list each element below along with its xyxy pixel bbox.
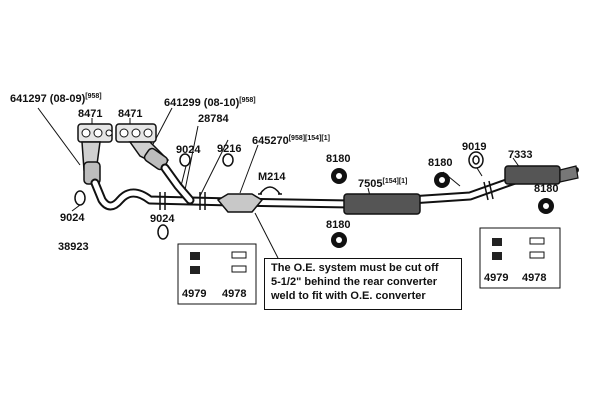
svg-text:641297 (08-09)[958]: 641297 (08-09)[958] — [10, 93, 102, 105]
svg-text:7505[154][1]: 7505[154][1] — [358, 178, 407, 190]
muffler-7505 — [343, 193, 421, 215]
label-645270: 645270 — [252, 135, 289, 147]
label-7333: 7333 — [508, 149, 532, 161]
label-641297: 641297 — [10, 93, 47, 105]
part-labels: 641297 (08-09)[958] 8471 8471 641299 (08… — [10, 93, 558, 300]
pipe-clamps — [159, 180, 494, 210]
kit-box-right — [479, 227, 561, 289]
label-M214: M214 — [258, 171, 286, 183]
label-9024-top: 9024 — [176, 144, 201, 156]
label-9024-left: 9024 — [60, 212, 85, 224]
kit-left-label-a: 4979 — [182, 288, 206, 300]
label-9024-mid: 9024 — [150, 213, 175, 225]
svg-text:645270[958][154][1]: 645270[958][154][1] — [252, 135, 330, 147]
gaskets — [74, 151, 484, 240]
note-line-1: The O.E. system must be cut off — [271, 262, 439, 274]
converter-645270 — [216, 193, 264, 213]
manifold-right — [115, 123, 170, 171]
installation-note: The O.E. system must be cut off 5-1/2" b… — [264, 258, 462, 310]
label-8180-d: 8180 — [534, 183, 558, 195]
kit-right-label-b: 4978 — [522, 272, 546, 284]
kit-box-left — [177, 243, 257, 305]
label-8180-b: 8180 — [326, 219, 350, 231]
label-9216: 9216 — [217, 143, 241, 155]
label-8471-right: 8471 — [118, 108, 142, 120]
svg-text:641299 (08-10)[958]: 641299 (08-10)[958] — [164, 97, 256, 109]
note-line-3: weld to fit with O.E. converter — [271, 290, 426, 302]
hanger-M214 — [258, 186, 282, 195]
label-7505: 7505 — [358, 178, 382, 190]
label-8180-a: 8180 — [326, 153, 350, 165]
kit-left-label-b: 4978 — [222, 288, 246, 300]
label-8471-left: 8471 — [78, 108, 102, 120]
label-641299: 641299 — [164, 97, 201, 109]
kit-right-label-a: 4979 — [484, 272, 508, 284]
tailpipe-7333 — [504, 165, 579, 185]
label-38923: 38923 — [58, 241, 89, 253]
label-8180-c: 8180 — [428, 157, 452, 169]
note-line-2: 5-1/2" behind the rear converter — [271, 276, 437, 288]
label-9019: 9019 — [462, 141, 486, 153]
manifold-left — [77, 123, 113, 185]
insulators-8180 — [331, 168, 554, 248]
label-28784: 28784 — [198, 113, 229, 125]
